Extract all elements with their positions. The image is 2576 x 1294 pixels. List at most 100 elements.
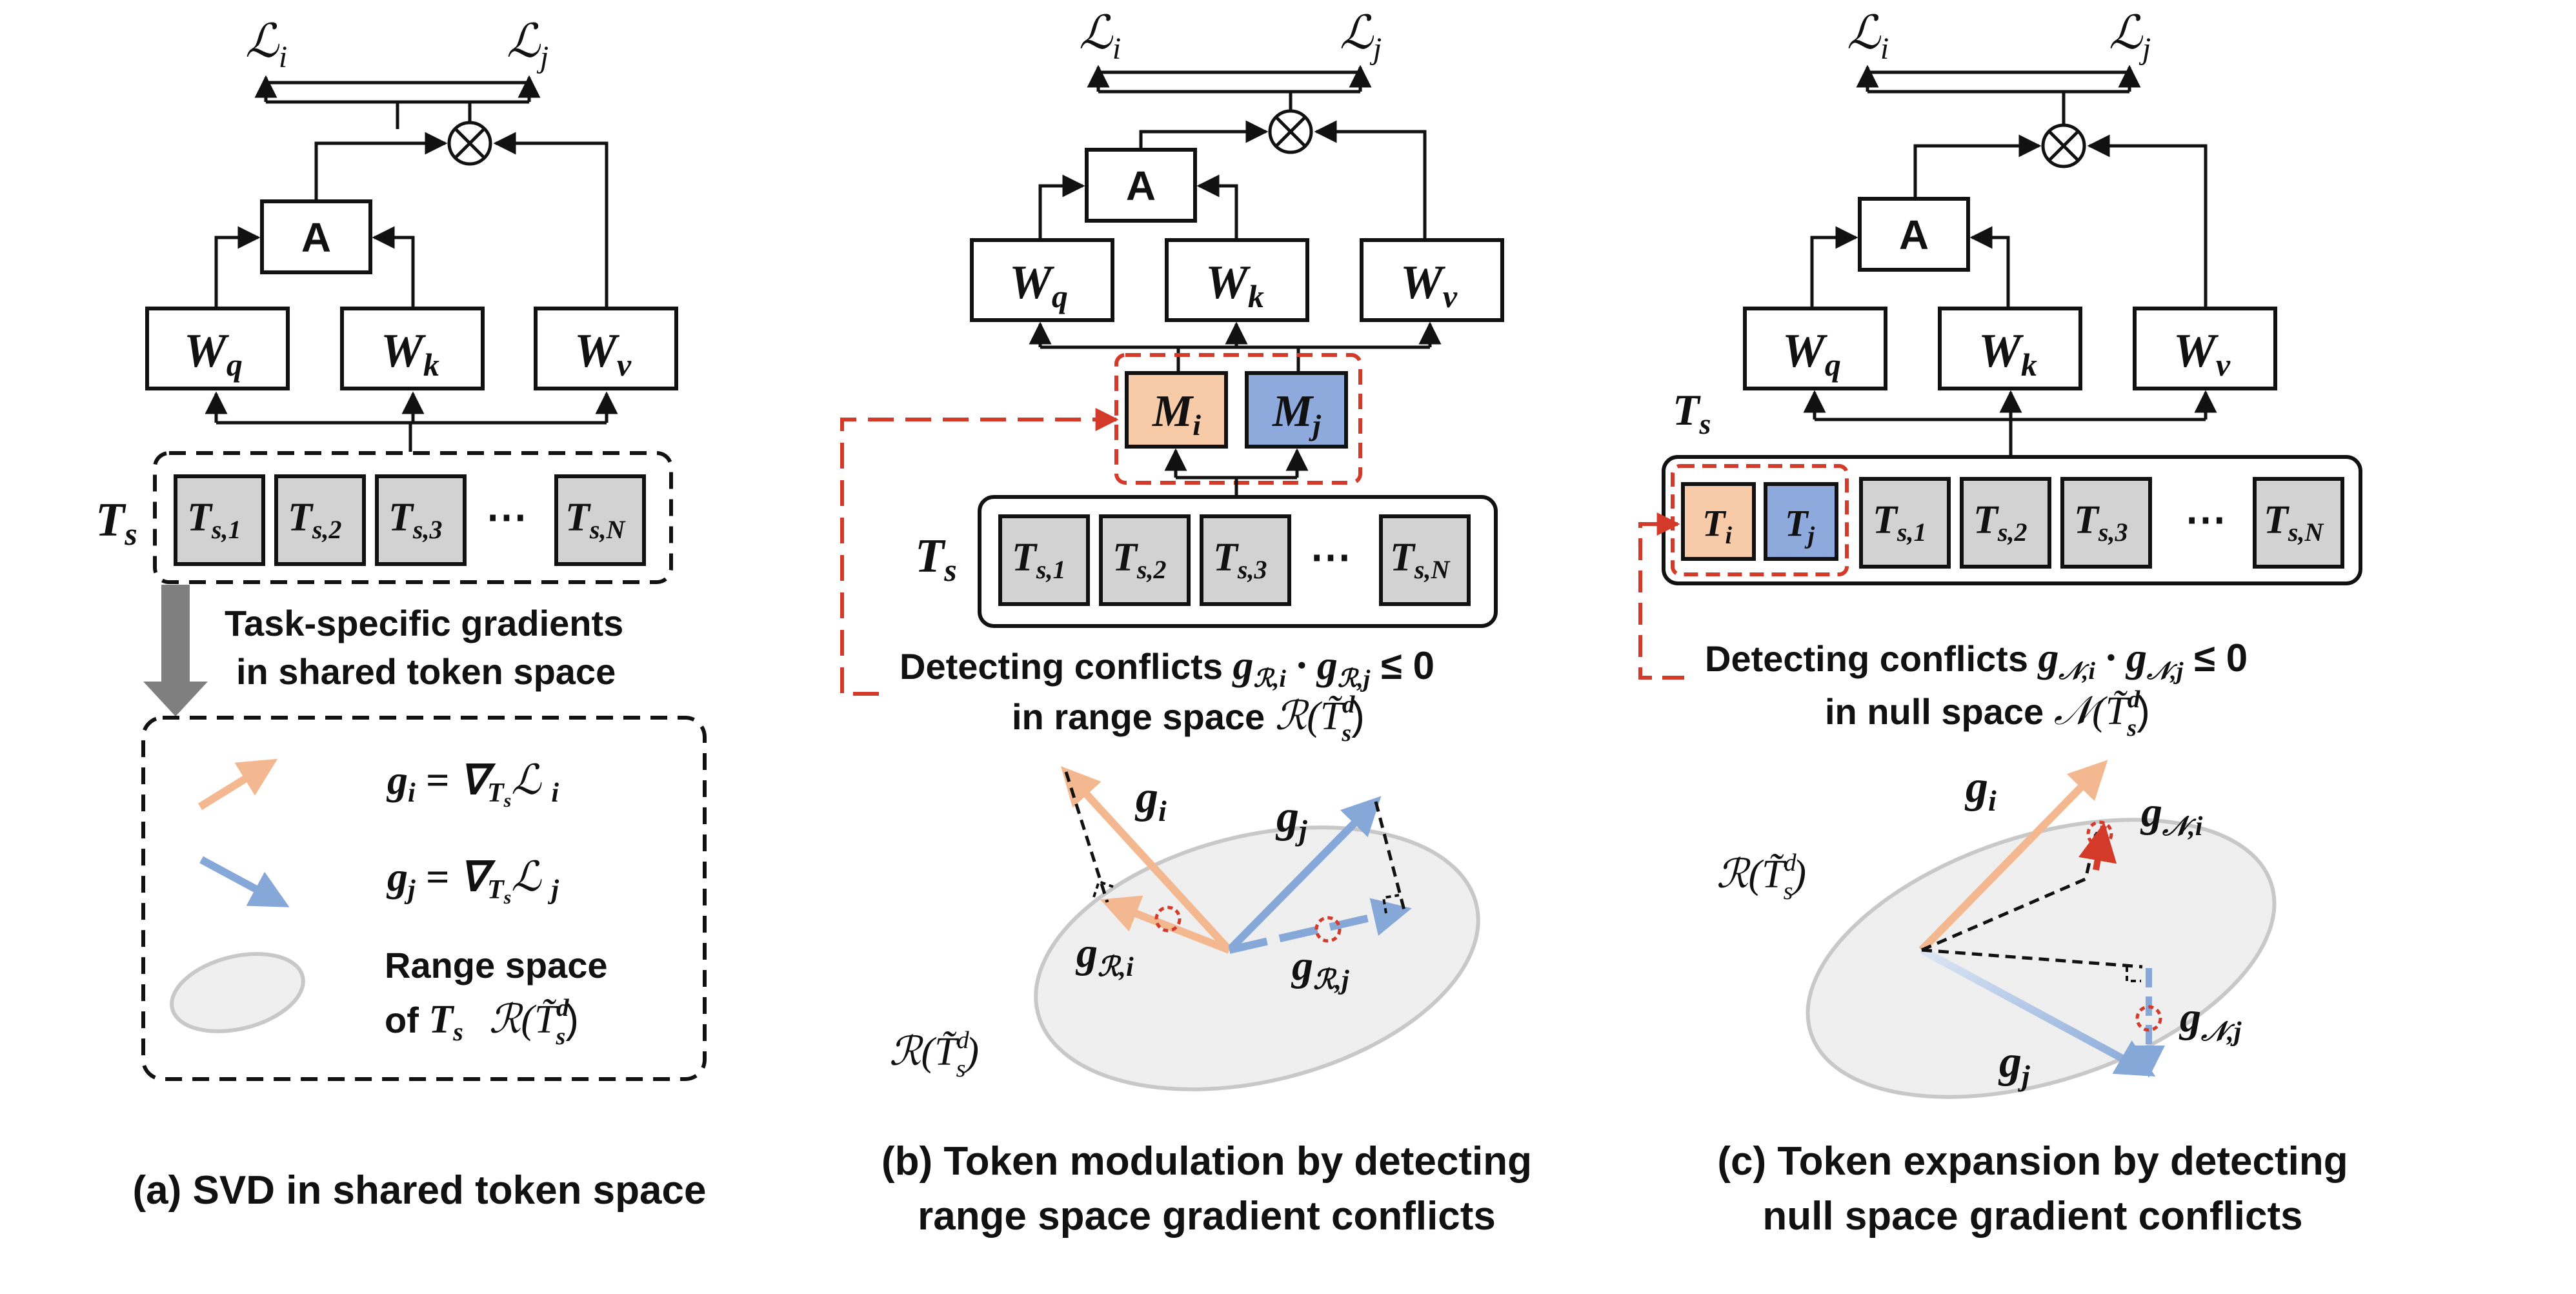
gradient-text-1: Task-specific gradients	[225, 603, 623, 643]
wk-box	[1938, 307, 2082, 390]
ts-label: Ts	[1673, 385, 1711, 440]
svg-text:Ts,1: Ts,1	[1873, 498, 1926, 547]
attention-box	[260, 199, 372, 274]
token-ts2: Ts,2	[1099, 514, 1191, 606]
multiply-icon	[1268, 109, 1313, 154]
panel-b: ℒi ℒj A Wq Wk Wv Mi	[840, 7, 1532, 1238]
attention-label: A	[1899, 212, 1929, 258]
grj-label: gℛ,j	[1291, 942, 1349, 995]
token-container	[153, 451, 673, 584]
wv-label: Wv	[1400, 256, 1458, 314]
legend-box	[141, 716, 707, 1081]
gri-label: gℛ,i	[1075, 929, 1134, 982]
svg-text:Mj: Mj	[1272, 387, 1321, 441]
svg-text:Tj: Tj	[1785, 502, 1815, 549]
loss-fork	[264, 81, 531, 102]
attention-label: A	[301, 214, 331, 261]
conflict-marker	[2086, 820, 2113, 847]
attention-label: A	[1126, 163, 1156, 209]
loss-i-label: ℒi	[1079, 7, 1121, 66]
svg-text:Ts,2: Ts,2	[1112, 536, 1166, 584]
legend-orange-arrow	[197, 758, 278, 811]
wq-box	[145, 307, 290, 390]
range-space-ellipse	[1034, 825, 1480, 1091]
detect-text-1: Detecting conflicts gℛ,i · gℛ,j ≤ 0	[900, 642, 1434, 692]
panel-c: ℒi ℒj A Wq Wk Wv Ts Ti	[1638, 7, 2362, 1238]
token-ts1: Ts,1	[1859, 477, 1951, 569]
conflict-marker	[1154, 905, 1182, 933]
token-ts3: Ts,3	[2060, 477, 2152, 569]
wq-label: Wq	[1009, 256, 1068, 314]
gi-label: gi	[1134, 773, 1167, 827]
token-tsn: Ts,N	[554, 474, 646, 566]
feedback-path	[1638, 512, 1684, 680]
token-ellipsis: ⋯	[1310, 533, 1351, 580]
svg-text:Ts,N: Ts,N	[565, 496, 626, 544]
svg-text:Ti: Ti	[1702, 502, 1732, 549]
attention-box	[1858, 197, 1970, 272]
feedback-path	[840, 408, 1119, 696]
legend-range-1: Range space	[385, 945, 608, 986]
caption-c-2: null space gradient conflicts	[1762, 1194, 2302, 1238]
gi-arrow	[1060, 766, 1233, 953]
gradient-down-arrow	[143, 585, 208, 716]
loss-j-label: ℒj	[507, 15, 548, 74]
gi-label: gi	[1964, 762, 1997, 817]
caption-c-1: (c) Token expansion by detecting	[1717, 1139, 2348, 1184]
wv-label: Wv	[574, 325, 632, 383]
gj-label: gj	[1275, 792, 1307, 847]
svg-text:Ts,2: Ts,2	[1973, 498, 2027, 547]
caption-b-2: range space gradient conflicts	[918, 1194, 1496, 1238]
legend-range-ellipse	[170, 952, 305, 1033]
loss-j-label: ℒj	[1340, 7, 1382, 66]
wk-label: Wk	[381, 325, 439, 383]
wq-label: Wq	[1782, 325, 1841, 383]
detect-text-1: Detecting conflicts g𝒩,i · g𝒩,j ≤ 0	[1705, 634, 2248, 685]
token-ellipsis: ⋯	[486, 493, 527, 540]
svg-text:Ts,1: Ts,1	[1012, 536, 1065, 584]
gj-label: gj	[1998, 1037, 2030, 1092]
wk-label: Wk	[1978, 325, 2037, 383]
gni-arrow	[2078, 822, 2117, 871]
ts-label: Ts	[96, 494, 137, 552]
svg-text:Ts,3: Ts,3	[2074, 498, 2128, 547]
svg-text:Ts,N: Ts,N	[1390, 536, 1451, 584]
multiply-icon	[447, 121, 492, 166]
gradient-text-2: in shared token space	[236, 651, 616, 692]
gni-label: g𝒩,i	[2140, 789, 2203, 842]
token-ts3: Ts,3	[1200, 514, 1291, 606]
loss-i-label: ℒi	[245, 15, 287, 74]
legend-blue-arrow	[199, 856, 290, 907]
caption-b-1: (b) Token modulation by detecting	[881, 1139, 1532, 1184]
wq-box	[1743, 307, 1887, 390]
token-ts2: Ts,2	[274, 474, 366, 566]
wq-label: Wq	[184, 325, 243, 383]
svg-text:Mi: Mi	[1152, 387, 1201, 441]
gj-arrow	[1226, 796, 1382, 953]
wv-box	[1360, 238, 1504, 322]
wv-box	[534, 307, 678, 390]
caption-a: (a) SVD in shared token space	[133, 1168, 707, 1213]
svg-text:Ts,3: Ts,3	[1213, 536, 1267, 584]
mj-box: Mj	[1245, 371, 1348, 449]
conflict-marker	[1314, 916, 1342, 943]
wv-box	[2133, 307, 2277, 390]
wk-box	[340, 307, 485, 390]
token-tsn: Ts,N	[1379, 514, 1471, 606]
loss-j-label: ℒj	[2109, 7, 2151, 66]
token-container	[978, 495, 1498, 628]
gj-arrow	[1920, 946, 2148, 1075]
svg-text:Ts,2: Ts,2	[288, 496, 341, 544]
loss-i-label: ℒi	[1847, 7, 1889, 66]
grj-arrow	[1228, 898, 1412, 954]
conflict-marker	[2135, 1005, 2162, 1032]
modulation-container	[1114, 353, 1362, 485]
